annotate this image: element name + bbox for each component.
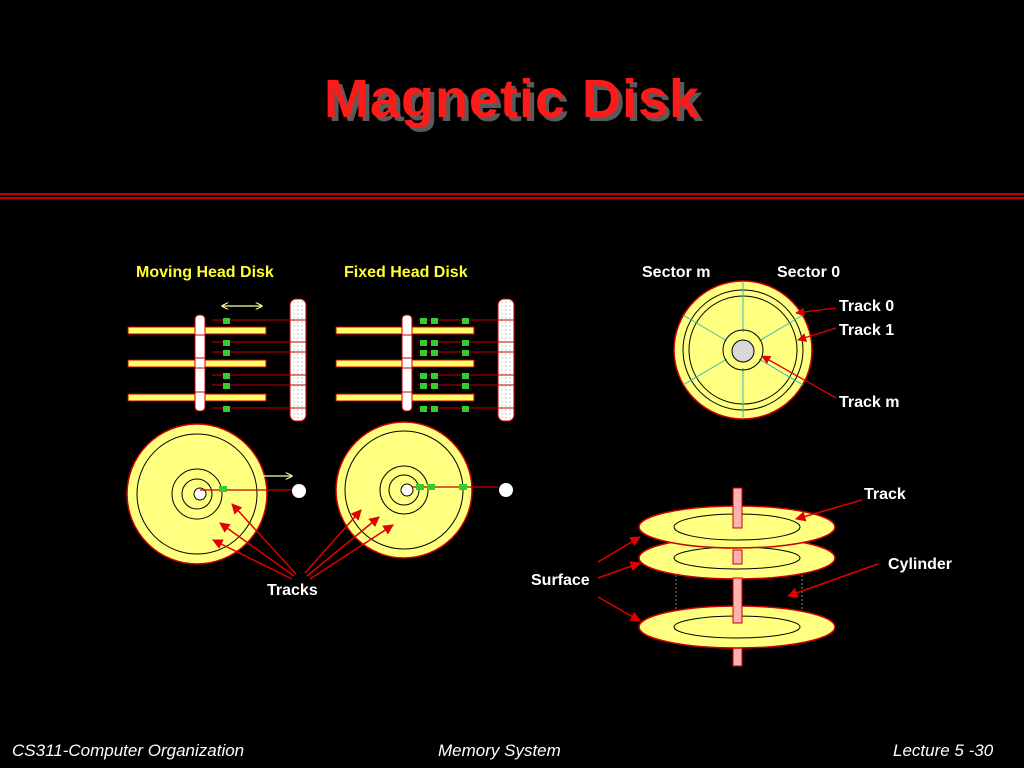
slide-title: Magnetic Disk: [323, 69, 701, 129]
spindle: [194, 314, 206, 412]
head-actuator: [289, 298, 307, 422]
tracks-label: Tracks: [267, 582, 318, 599]
tracks-arrows: [212, 503, 394, 580]
cylinder-diagram: [597, 487, 879, 667]
sector-0-label: Sector 0: [777, 264, 841, 281]
fixed-head-label: Fixed Head Disk: [344, 264, 468, 281]
track-1-label: Track 1: [839, 322, 895, 339]
moving-head-top-view: [126, 423, 306, 565]
title-divider-bottom: [0, 197, 1024, 199]
track-0-label: Track 0: [839, 298, 895, 315]
cylinder-label: Cylinder: [888, 556, 953, 573]
track-m-label: Track m: [839, 394, 900, 411]
moving-head-side-view: [127, 298, 307, 422]
footer-course: CS311-Computer Organization: [12, 741, 245, 760]
fixed-head-side-view: [335, 298, 515, 422]
moving-head-label: Moving Head Disk: [136, 264, 274, 281]
footer-lecture: Lecture 5 -30: [893, 741, 994, 760]
sector-diagram: [673, 280, 837, 420]
footer-topic: Memory System: [438, 741, 561, 760]
fixed-head-top-view: [335, 421, 513, 559]
surface-label: Surface: [531, 572, 590, 589]
track-label: Track: [864, 486, 906, 503]
title-divider-top: [0, 193, 1024, 195]
sector-m-label: Sector m: [642, 264, 711, 281]
